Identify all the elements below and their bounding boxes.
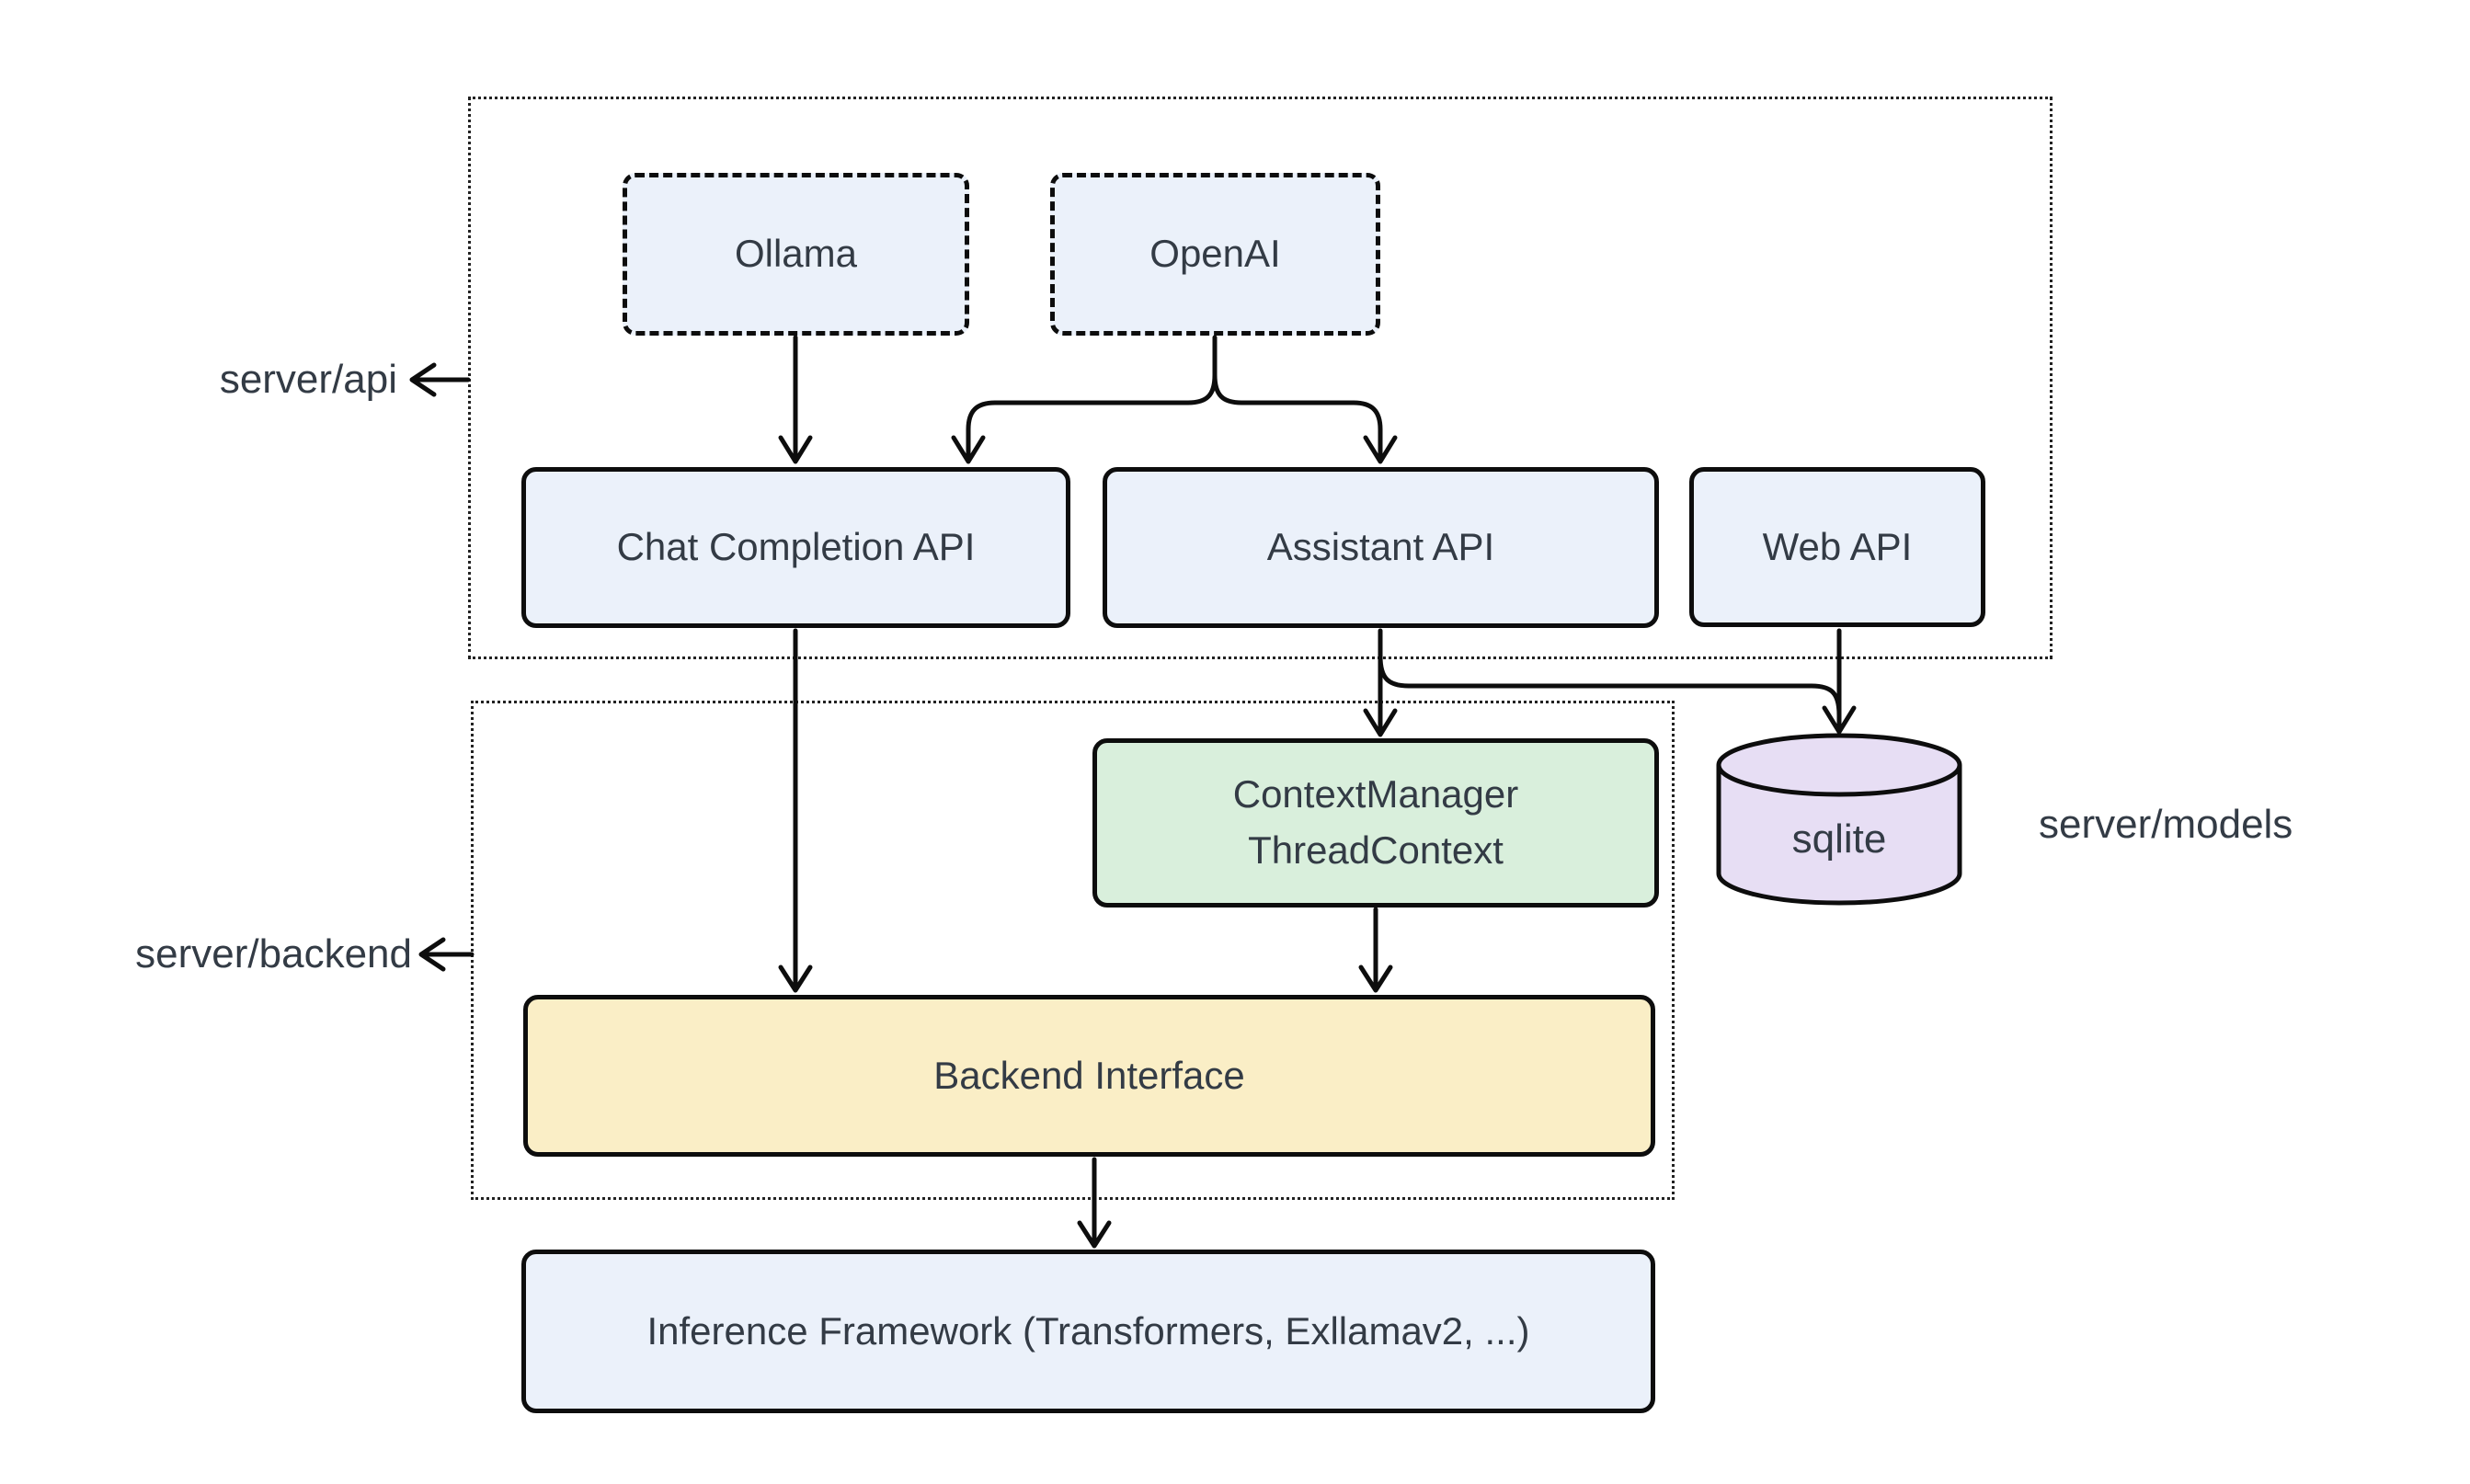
node-context-manager-line1: ContextManager [1232, 772, 1519, 816]
arrowhead-label-server-api [409, 362, 437, 397]
node-inference-framework-label: Inference Framework (Transformers, Exlla… [646, 1308, 1530, 1353]
group-server-backend [471, 701, 1675, 1200]
node-backend-interface: Backend Interface [523, 995, 1655, 1157]
node-assistant-api: Assistant API [1103, 467, 1659, 628]
arrowhead-label-server-backend [418, 937, 446, 972]
node-openai: OpenAI [1050, 173, 1380, 336]
node-context-manager: ContextManager ThreadContext [1092, 738, 1659, 908]
label-server-backend: server/backend [135, 931, 412, 976]
node-ollama-label: Ollama [734, 232, 858, 276]
node-context-manager-line2: ThreadContext [1248, 828, 1504, 872]
node-ollama: Ollama [623, 173, 969, 336]
node-web-api: Web API [1689, 467, 1985, 627]
sqlite-cylinder-top [1716, 733, 1962, 797]
node-chat-completion-api: Chat Completion API [521, 467, 1070, 628]
node-inference-framework: Inference Framework (Transformers, Exlla… [521, 1250, 1655, 1413]
node-openai-label: OpenAI [1149, 232, 1281, 276]
arrowhead-web-to-sqlite [1822, 705, 1857, 735]
arrowhead-backend-to-inference [1077, 1220, 1112, 1249]
node-chat-completion-api-label: Chat Completion API [616, 525, 976, 569]
label-server-api: server/api [219, 357, 397, 402]
node-web-api-label: Web API [1762, 524, 1913, 568]
node-backend-interface-label: Backend Interface [933, 1053, 1245, 1097]
node-assistant-api-label: Assistant API [1266, 525, 1495, 569]
label-server-models: server/models [2039, 802, 2293, 847]
node-sqlite-label: sqlite [1791, 816, 1887, 862]
